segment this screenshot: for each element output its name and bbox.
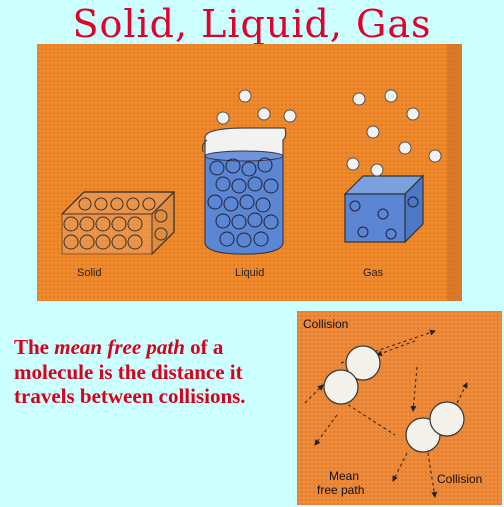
free-path-label: free path [317, 483, 364, 497]
caption-start: The [14, 335, 55, 359]
gas-molecules [346, 89, 442, 177]
liquid-beaker [201, 127, 287, 255]
states-illustration: Solid Liquid Gas [37, 44, 462, 301]
mean-label: Mean [329, 469, 359, 483]
caption-term: mean free path [54, 335, 185, 359]
solid-cube [60, 190, 176, 256]
collision-label-top: Collision [303, 317, 348, 331]
collision-label-bottom: Collision [437, 472, 482, 486]
gas-label: Gas [363, 267, 384, 279]
colliding-molecules [323, 345, 465, 453]
page-title: Solid, Liquid, Gas [72, 2, 432, 46]
molecule-paths [304, 329, 468, 498]
gas-box [343, 174, 425, 244]
caption-rest: of a molecule is the distance it travels… [14, 335, 246, 408]
escaping-molecules [216, 89, 297, 125]
solid-molecules [63, 197, 168, 250]
liquid-label: Liquid [235, 267, 264, 279]
solid-label: Solid [77, 267, 101, 279]
liquid-molecules [207, 157, 279, 248]
mean-free-path-caption: The mean free path of a molecule is the … [14, 335, 304, 409]
collision-diagram: Collision Mean free path Collision [297, 311, 502, 505]
gas-box-molecules [349, 196, 419, 240]
